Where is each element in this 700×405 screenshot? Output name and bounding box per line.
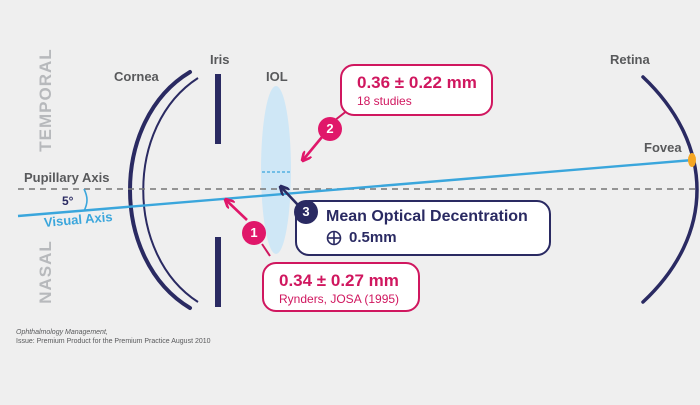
badge-1: 1 [242,221,266,245]
temporal-label: TEMPORAL [36,48,55,152]
badge-3: 3 [294,200,318,224]
connector-1 [261,243,271,257]
source-issue: Issue: Premium Product for the Premium P… [16,338,211,345]
callout-3-title: Mean Optical Decentration [326,208,528,225]
visual-axis-line [17,158,694,218]
cornea-inner-arc [142,77,199,303]
iris-upper [215,74,221,144]
badge-2: 2 [318,117,342,141]
callout-2: 0.36 ± 0.22 mm 18 studies [340,64,493,116]
callout-2-note: 18 studies [357,94,412,108]
callout-3-value: 0.5mm [349,229,397,246]
callout-3-value-row: 0.5mm [326,229,549,246]
fovea-dot [688,153,696,167]
iris-lower [215,237,221,307]
iol-label: IOL [266,69,288,84]
source-journal: Ophthalmology Management, [16,329,108,336]
pupillary-axis-label: Pupillary Axis [24,170,110,185]
callout-3: Mean Optical Decentration 0.5mm [295,200,551,256]
retina-label: Retina [610,52,650,67]
cornea-outer-arc [128,70,192,310]
callout-1-note: Rynders, JOSA (1995) [279,292,400,306]
callout-1-value: 0.34 ± 0.27 mm [279,271,399,290]
crosshair-circle-icon [326,230,342,245]
arrow-1 [226,200,248,221]
fovea-label: Fovea [644,140,682,155]
angle-label: 5° [62,194,74,208]
cornea-label: Cornea [114,69,159,84]
arrow-3 [281,187,299,206]
source-citation: Ophthalmology Management, Issue: Premium… [16,328,211,346]
iol-lens [261,86,291,254]
arrow-2 [303,136,324,160]
iris-label: Iris [210,52,230,67]
callout-2-value: 0.36 ± 0.22 mm [357,73,477,92]
retina-arc [641,75,699,304]
angle-arc [83,188,88,212]
nasal-label: NASAL [36,240,55,304]
callout-1: 0.34 ± 0.27 mm Rynders, JOSA (1995) [262,262,420,312]
